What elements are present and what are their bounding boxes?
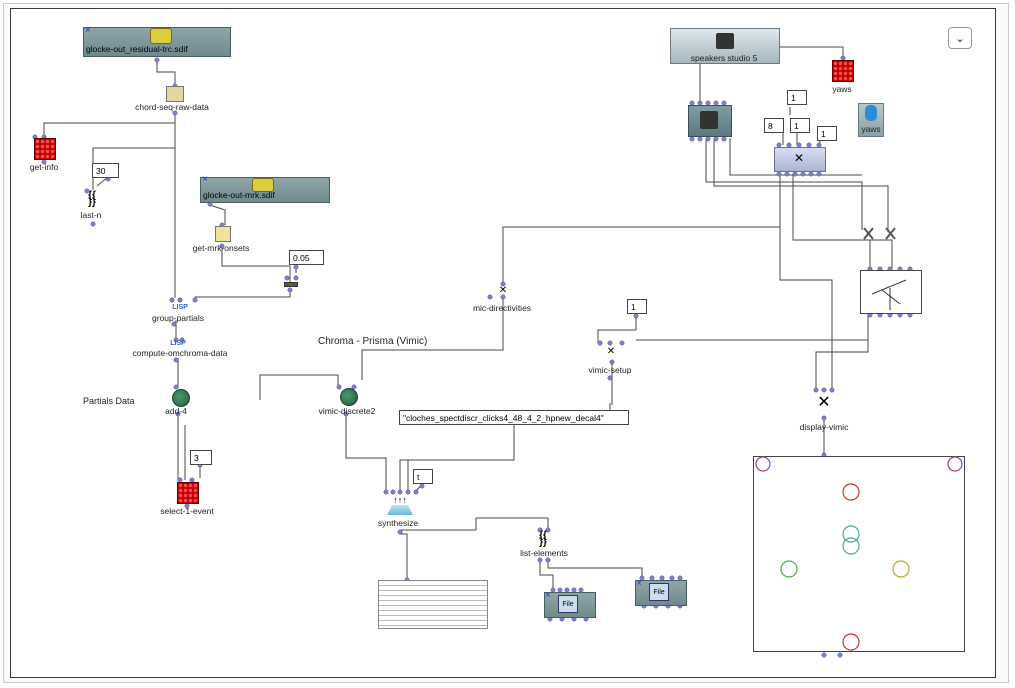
yaws-label-1: yaws — [832, 84, 852, 94]
close-icon[interactable]: × — [545, 590, 551, 601]
list-elements-label: list-elements — [520, 548, 568, 558]
speakers-studio-label: speakers studio 5 — [690, 53, 758, 63]
group-partials-label: group-partials — [152, 313, 204, 323]
file-icon-1: File — [558, 595, 578, 613]
speakers-object-icon — [700, 111, 718, 129]
yaws-icon — [865, 105, 877, 121]
bpf-editor-box[interactable] — [860, 270, 922, 314]
vimic-discrete2-label: vimic-discrete2 — [318, 406, 376, 416]
vimic-display-drawing — [755, 456, 963, 651]
t-arg-box[interactable]: t — [413, 469, 433, 484]
add-4-icon[interactable] — [172, 389, 190, 407]
select-1-event-icon[interactable] — [177, 482, 199, 504]
close-icon[interactable]: × — [85, 25, 91, 36]
lisp-icon-1: LISP — [172, 304, 188, 311]
select-event-arg-box[interactable]: 3 — [190, 450, 212, 465]
chevron-down-icon[interactable]: ⌄ — [948, 27, 972, 49]
last-n-label: last-n — [80, 210, 102, 220]
close-icon[interactable]: × — [202, 174, 208, 185]
add-4-label: add-4 — [165, 406, 187, 416]
compute-omchroma-label: compute-omchroma-data — [132, 348, 228, 358]
display-vimic-label: display-vimic — [799, 422, 849, 432]
close-icon[interactable]: × — [636, 578, 642, 589]
mic-array-box[interactable] — [774, 147, 826, 172]
mrk-onsets-icon — [215, 226, 231, 242]
last-n-icon: {{}} — [88, 190, 96, 208]
sdif-icon — [252, 178, 274, 192]
yaws-label-2: yaws — [861, 124, 881, 134]
chord-seq-label: chord-seq-raw-data — [135, 102, 209, 112]
sdif-icon — [150, 28, 172, 44]
mic-directivity-icon: ✕ — [498, 285, 508, 296]
value-box-005[interactable]: 0.05 — [289, 250, 324, 265]
sdif-file-name-2: glocke-out-mrk.sdif — [203, 190, 275, 200]
synthesize-label: synthesize — [377, 518, 419, 528]
synthesize-arrows-icon: ↑↑↑ — [393, 495, 407, 505]
vimic-discrete2-icon[interactable] — [340, 388, 358, 406]
sdif-file-name-1: glocke-out_residual-trc.sdif — [86, 44, 188, 54]
get-mrk-onsets-label: get-mrk-onsets — [192, 243, 250, 253]
last-n-arg-box[interactable]: 30 — [92, 163, 119, 178]
slider-handle[interactable] — [284, 282, 298, 287]
select-1-event-label: select-1-event — [160, 506, 214, 516]
vimic-setup-icon: ✕ — [606, 346, 616, 357]
get-info-label: get-info — [29, 162, 59, 172]
number-box-1[interactable]: 1 — [787, 90, 807, 105]
display-vimic-icon: ✕ — [817, 394, 831, 411]
vimic-setup-label: vimic-setup — [588, 365, 632, 375]
number-box-8[interactable]: 8 — [764, 118, 784, 133]
chord-seq-icon — [166, 86, 184, 102]
vimic-display-panel[interactable] — [753, 456, 965, 652]
lisp-icon-2: LISP — [170, 340, 186, 347]
mic-directivities-label: mic-directivities — [472, 303, 532, 313]
bpf-editor-drawing — [871, 279, 907, 310]
mic-array-icon: ✕ — [793, 151, 805, 165]
get-info-icon[interactable] — [34, 138, 56, 160]
number-box-2[interactable]: 1 — [790, 118, 810, 133]
chroma-prisma-comment: Chroma - Prisma (Vimic) — [318, 336, 428, 347]
filename-string-box[interactable]: "cloches_spectdiscr_clicks4_48_4_2_hpnew… — [399, 410, 629, 425]
number-box-3[interactable]: 1 — [817, 126, 837, 141]
sound-buffer-editor[interactable] — [378, 580, 488, 629]
yaws-grid-icon[interactable] — [832, 60, 854, 82]
partials-data-comment: Partials Data — [83, 396, 135, 406]
speakers-icon — [716, 33, 734, 49]
synthesize-icon[interactable] — [387, 505, 413, 515]
list-elements-icon: {{}} — [539, 530, 547, 548]
file-icon-2: File — [649, 583, 669, 601]
setup-arg-box[interactable]: 1 — [627, 299, 647, 314]
